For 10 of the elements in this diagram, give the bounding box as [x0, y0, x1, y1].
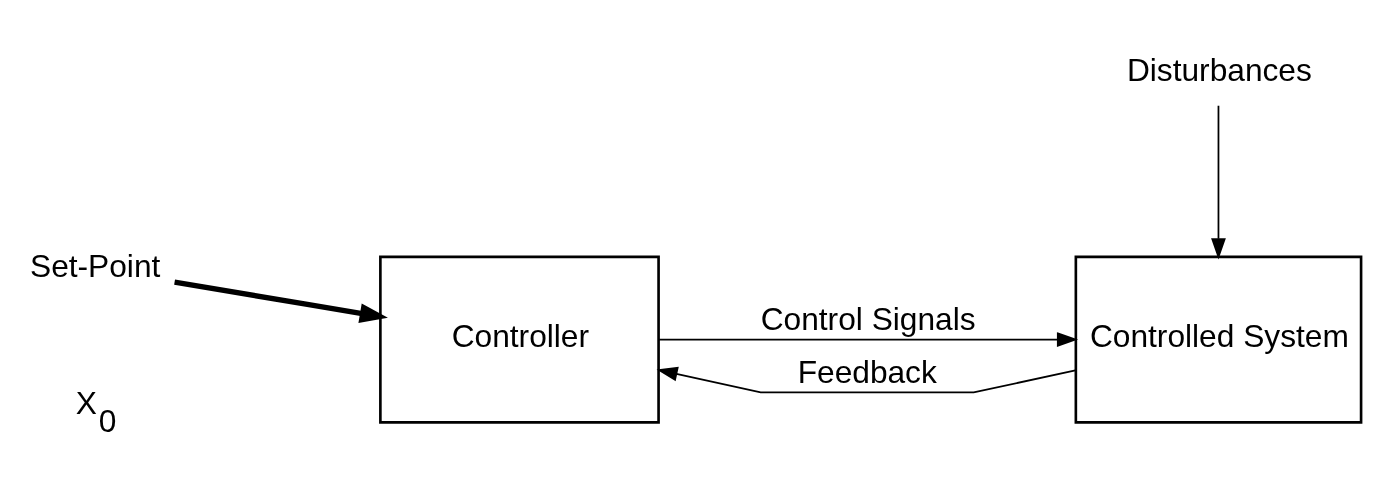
node-box: Controller [379, 255, 660, 424]
arrow [657, 331, 1079, 347]
arrow [656, 366, 1077, 393]
node-box: Controlled System [1074, 255, 1363, 424]
node-text: Set-Point [30, 247, 161, 284]
arrow [1211, 104, 1226, 259]
edge-label: Feedback [797, 353, 937, 390]
edge-label: Control Signals [760, 300, 976, 337]
node-text: Disturbances [1126, 51, 1312, 88]
arrow [174, 279, 388, 323]
